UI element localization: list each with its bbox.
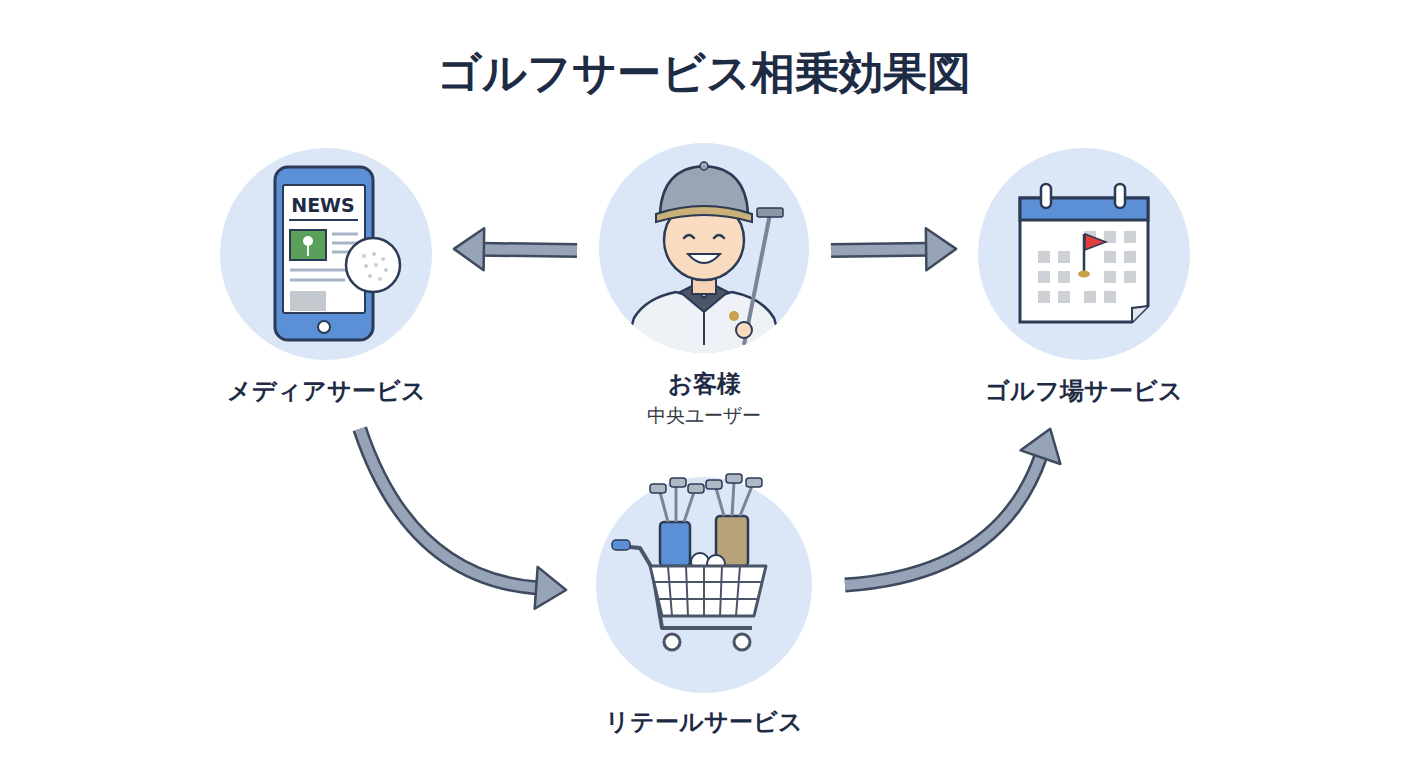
calendar-icon	[1020, 184, 1148, 322]
flow-arrow	[831, 228, 956, 270]
node-label: リテールサービス	[605, 707, 803, 737]
node-label: お客様	[668, 369, 741, 399]
node-circle	[599, 143, 809, 353]
service-node: お客様中央ユーザー	[599, 143, 809, 353]
flow-arrow	[454, 228, 577, 270]
node-sublabel: 中央ユーザー	[647, 401, 761, 429]
node-label-group: メディアサービス	[166, 376, 486, 406]
diagram-title: ゴルフサービス相乗効果図	[0, 44, 1408, 103]
node-label-group: お客様中央ユーザー	[544, 369, 864, 429]
phone-icon	[275, 167, 400, 340]
node-label-group: リテールサービス	[544, 707, 864, 737]
service-node: ゴルフ場サービス	[978, 148, 1190, 360]
golfer-icon	[622, 162, 786, 360]
node-label: メディアサービス	[227, 376, 426, 406]
cart-icon	[612, 474, 766, 650]
service-node: メディアサービス	[220, 148, 432, 360]
node-label-group: ゴルフ場サービス	[924, 376, 1244, 406]
node-circle	[596, 477, 812, 693]
node-circle	[220, 148, 432, 360]
flow-arrow	[845, 429, 1060, 585]
service-node: リテールサービス	[596, 477, 812, 693]
node-circle	[978, 148, 1190, 360]
node-label: ゴルフ場サービス	[985, 376, 1183, 406]
flow-arrow	[360, 429, 566, 609]
